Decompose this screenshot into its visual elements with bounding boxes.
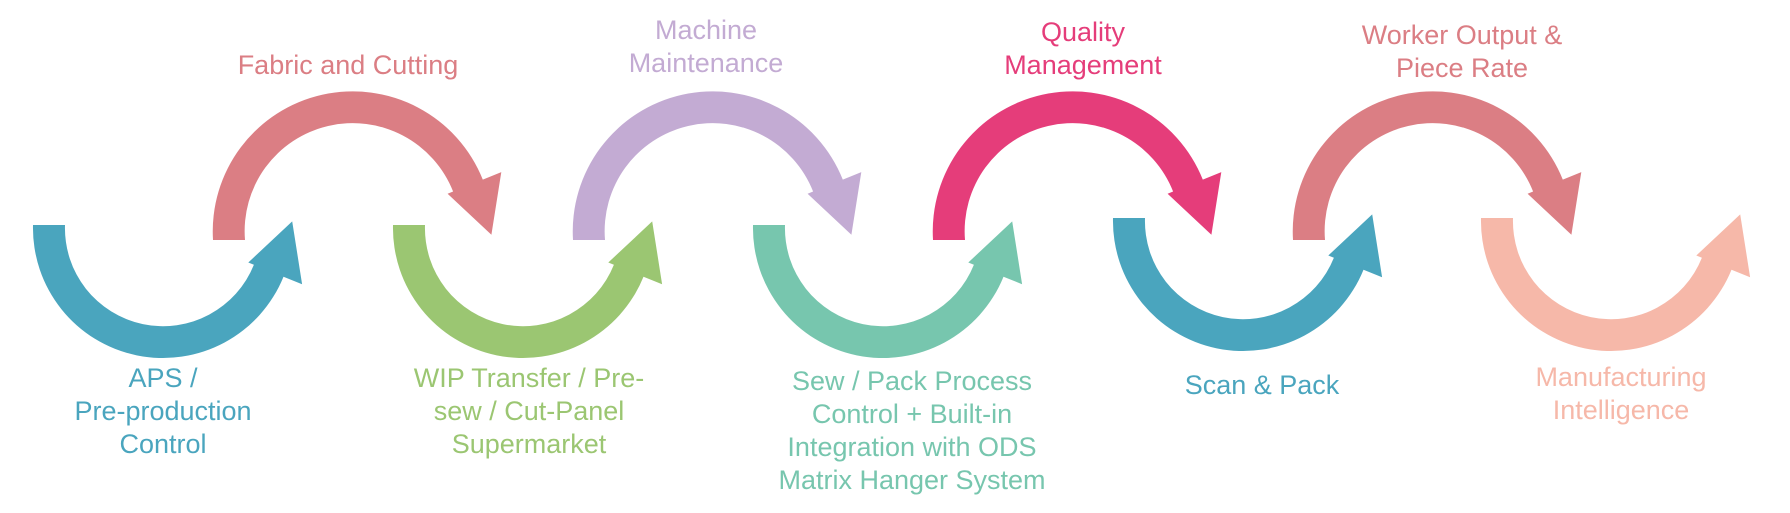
label-line: Manufacturing: [1535, 362, 1707, 392]
curved-arrow-sew-pack: [752, 221, 1023, 359]
label-line: APS /: [128, 363, 198, 393]
step-label-scan-pack: Scan & Pack: [1185, 369, 1340, 402]
label-line: Machine: [654, 15, 758, 45]
label-line: Scan & Pack: [1184, 370, 1340, 400]
label-line: sew / Cut-Panel: [433, 396, 625, 426]
label-line: Piece Rate: [1395, 53, 1529, 83]
curved-arrow-machine-maintenance: [572, 91, 862, 240]
label-line: Supermarket: [451, 429, 607, 459]
label-line: Maintenance: [628, 48, 784, 78]
step-label-fabric-cutting: Fabric and Cutting: [238, 49, 459, 82]
curved-arrow-quality-management: [932, 91, 1222, 240]
label-line: Worker Output &: [1361, 20, 1563, 50]
label-line: Pre-production: [74, 396, 252, 426]
label-line: Sew / Pack Process: [791, 366, 1033, 396]
step-label-machine-maintenance: Machine Maintenance: [629, 14, 784, 80]
label-line: WIP Transfer / Pre-: [413, 363, 645, 393]
step-label-wip-transfer: WIP Transfer / Pre- sew / Cut-Panel Supe…: [414, 362, 645, 461]
curved-arrow-scan-pack: [1112, 214, 1383, 352]
label-line: Management: [1004, 50, 1162, 80]
step-label-worker-output: Worker Output & Piece Rate: [1362, 19, 1563, 85]
label-line: Integration with ODS: [787, 432, 1037, 462]
curved-arrow-manufacturing-intelligence: [1480, 214, 1751, 352]
label-line: Fabric and Cutting: [237, 50, 459, 80]
label-line: Control: [119, 429, 207, 459]
step-label-sew-pack: Sew / Pack Process Control + Built-in In…: [778, 365, 1045, 497]
label-line: Quality: [1040, 17, 1126, 47]
curved-arrow-fabric-cutting: [212, 91, 502, 241]
step-label-aps: APS / Pre-production Control: [74, 362, 251, 461]
step-label-manufacturing-intelligence: Manufacturing Intelligence: [1535, 361, 1706, 427]
curved-arrow-aps: [32, 221, 303, 359]
label-line: Control + Built-in: [811, 399, 1013, 429]
curved-arrow-wip-transfer: [392, 221, 663, 359]
label-line: Intelligence: [1552, 395, 1690, 425]
label-line: Matrix Hanger System: [778, 465, 1046, 495]
step-label-quality-management: Quality Management: [1004, 16, 1162, 82]
curved-arrow-worker-output: [1292, 91, 1582, 240]
